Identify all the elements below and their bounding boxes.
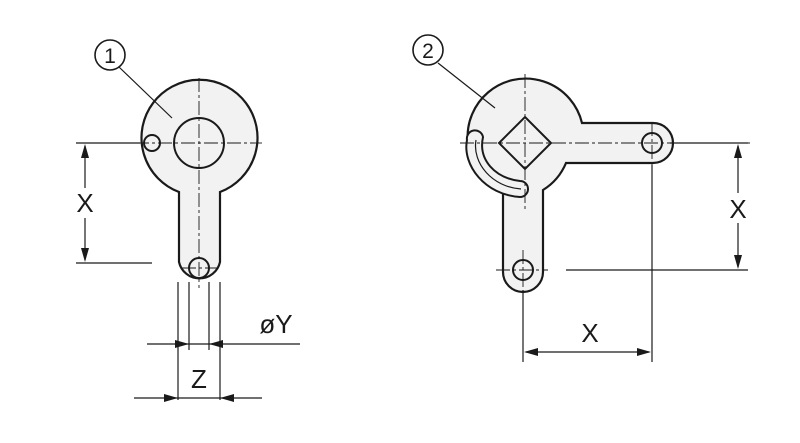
part-1-x-arrow-bottom xyxy=(81,248,89,262)
part-2-balloon xyxy=(412,34,444,66)
part-2-leader-line xyxy=(437,62,496,109)
part-1-y-arrow-right xyxy=(209,340,223,348)
part-1-z-arrow-left xyxy=(164,394,178,402)
part-1: X øY Z 1 xyxy=(70,39,300,402)
part-2-vertical-x-arrow-top xyxy=(734,144,742,158)
part-1-x-arrow-top xyxy=(81,144,89,158)
part-2-horizontal-x-arrow-left xyxy=(524,348,538,356)
part-1-outline xyxy=(140,78,259,280)
part-1-leader-line xyxy=(118,66,173,119)
part-2-vertical-x-label-bg xyxy=(723,193,753,223)
part-2-vertical-x-label: X xyxy=(729,194,746,224)
part-2-slot-centerline xyxy=(474,139,522,190)
part-2-horizontal-x-label: X xyxy=(581,318,598,348)
part-2-curved-slot xyxy=(465,129,529,199)
part-1-balloon xyxy=(94,39,126,71)
part-1-x-label: X xyxy=(76,188,93,218)
part-2-horizontal-x-arrow-right xyxy=(637,348,651,356)
part-1-balloon-number: 1 xyxy=(104,45,116,68)
part-1-z-label: Z xyxy=(191,364,207,394)
part-1-y-label: øY xyxy=(259,309,292,339)
part-1-z-arrow-right xyxy=(220,394,234,402)
part-1-x-label-bg xyxy=(70,188,100,218)
part-2-vertical-x-arrow-bottom xyxy=(734,255,742,269)
part-2-balloon-number: 2 xyxy=(422,40,434,63)
part-2: X X 2 xyxy=(412,34,753,362)
part-1-y-arrow-left xyxy=(175,340,189,348)
